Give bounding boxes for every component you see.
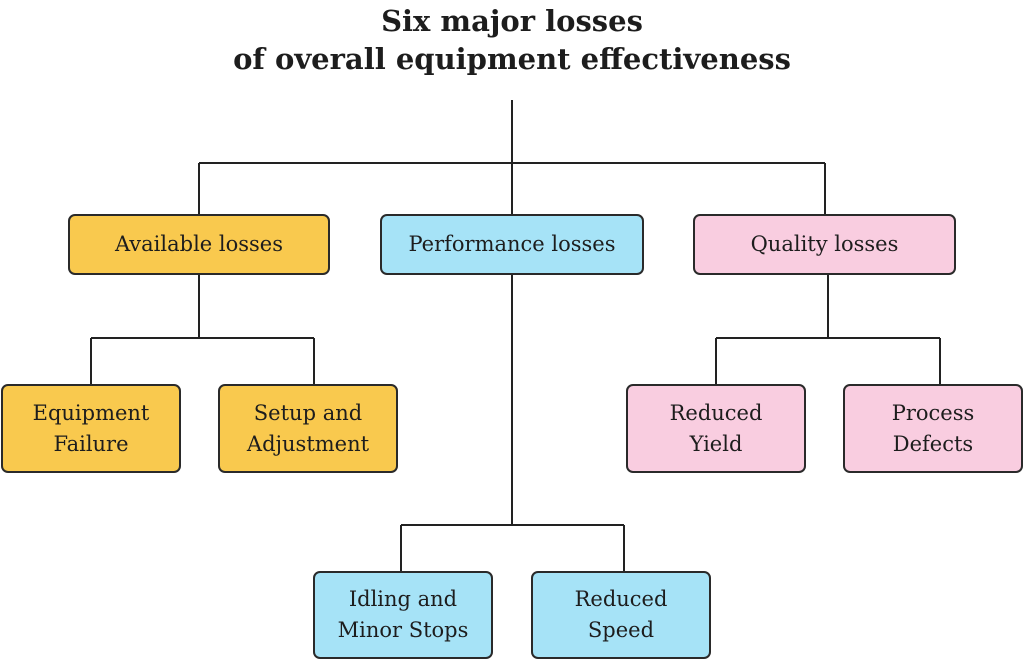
reduced-speed-line-2: Speed [587,618,655,642]
idling-minor-stops-line-1: Idling and [348,587,458,611]
reduced-speed-line-1: Reduced [574,587,668,611]
available-losses-label: Available losses [114,232,284,256]
process-defects-line-2: Defects [892,431,974,456]
equipment-failure-line-1: Equipment [32,400,150,425]
reduced-yield-line-1: Reduced [669,400,763,425]
process-defects-box: Process Defects [843,384,1023,473]
performance-losses-box: Performance losses [380,214,644,275]
idling-minor-stops-box: Idling and Minor Stops [313,571,493,659]
setup-adjustment-box: Setup and Adjustment [218,384,398,473]
reduced-yield-box: Reduced Yield [626,384,806,473]
process-defects-line-1: Process [891,400,975,425]
equipment-failure-box: Equipment Failure [1,384,181,473]
title-line-2: of overall equipment effectiveness [233,42,791,76]
available-losses-box: Available losses [68,214,330,275]
performance-losses-label: Performance losses [408,232,616,256]
idling-minor-stops-line-2: Minor Stops [337,618,469,642]
reduced-speed-box: Reduced Speed [531,571,711,659]
equipment-failure-line-2: Failure [53,431,129,456]
quality-losses-label: Quality losses [750,232,899,256]
quality-losses-box: Quality losses [693,214,956,275]
title-line-1: Six major losses [381,4,643,38]
setup-adjustment-line-2: Adjustment [246,431,370,456]
setup-adjustment-line-1: Setup and [253,400,363,425]
diagram-title: Six major losses of overall equipment ef… [0,2,1024,78]
reduced-yield-line-2: Yield [689,431,743,456]
